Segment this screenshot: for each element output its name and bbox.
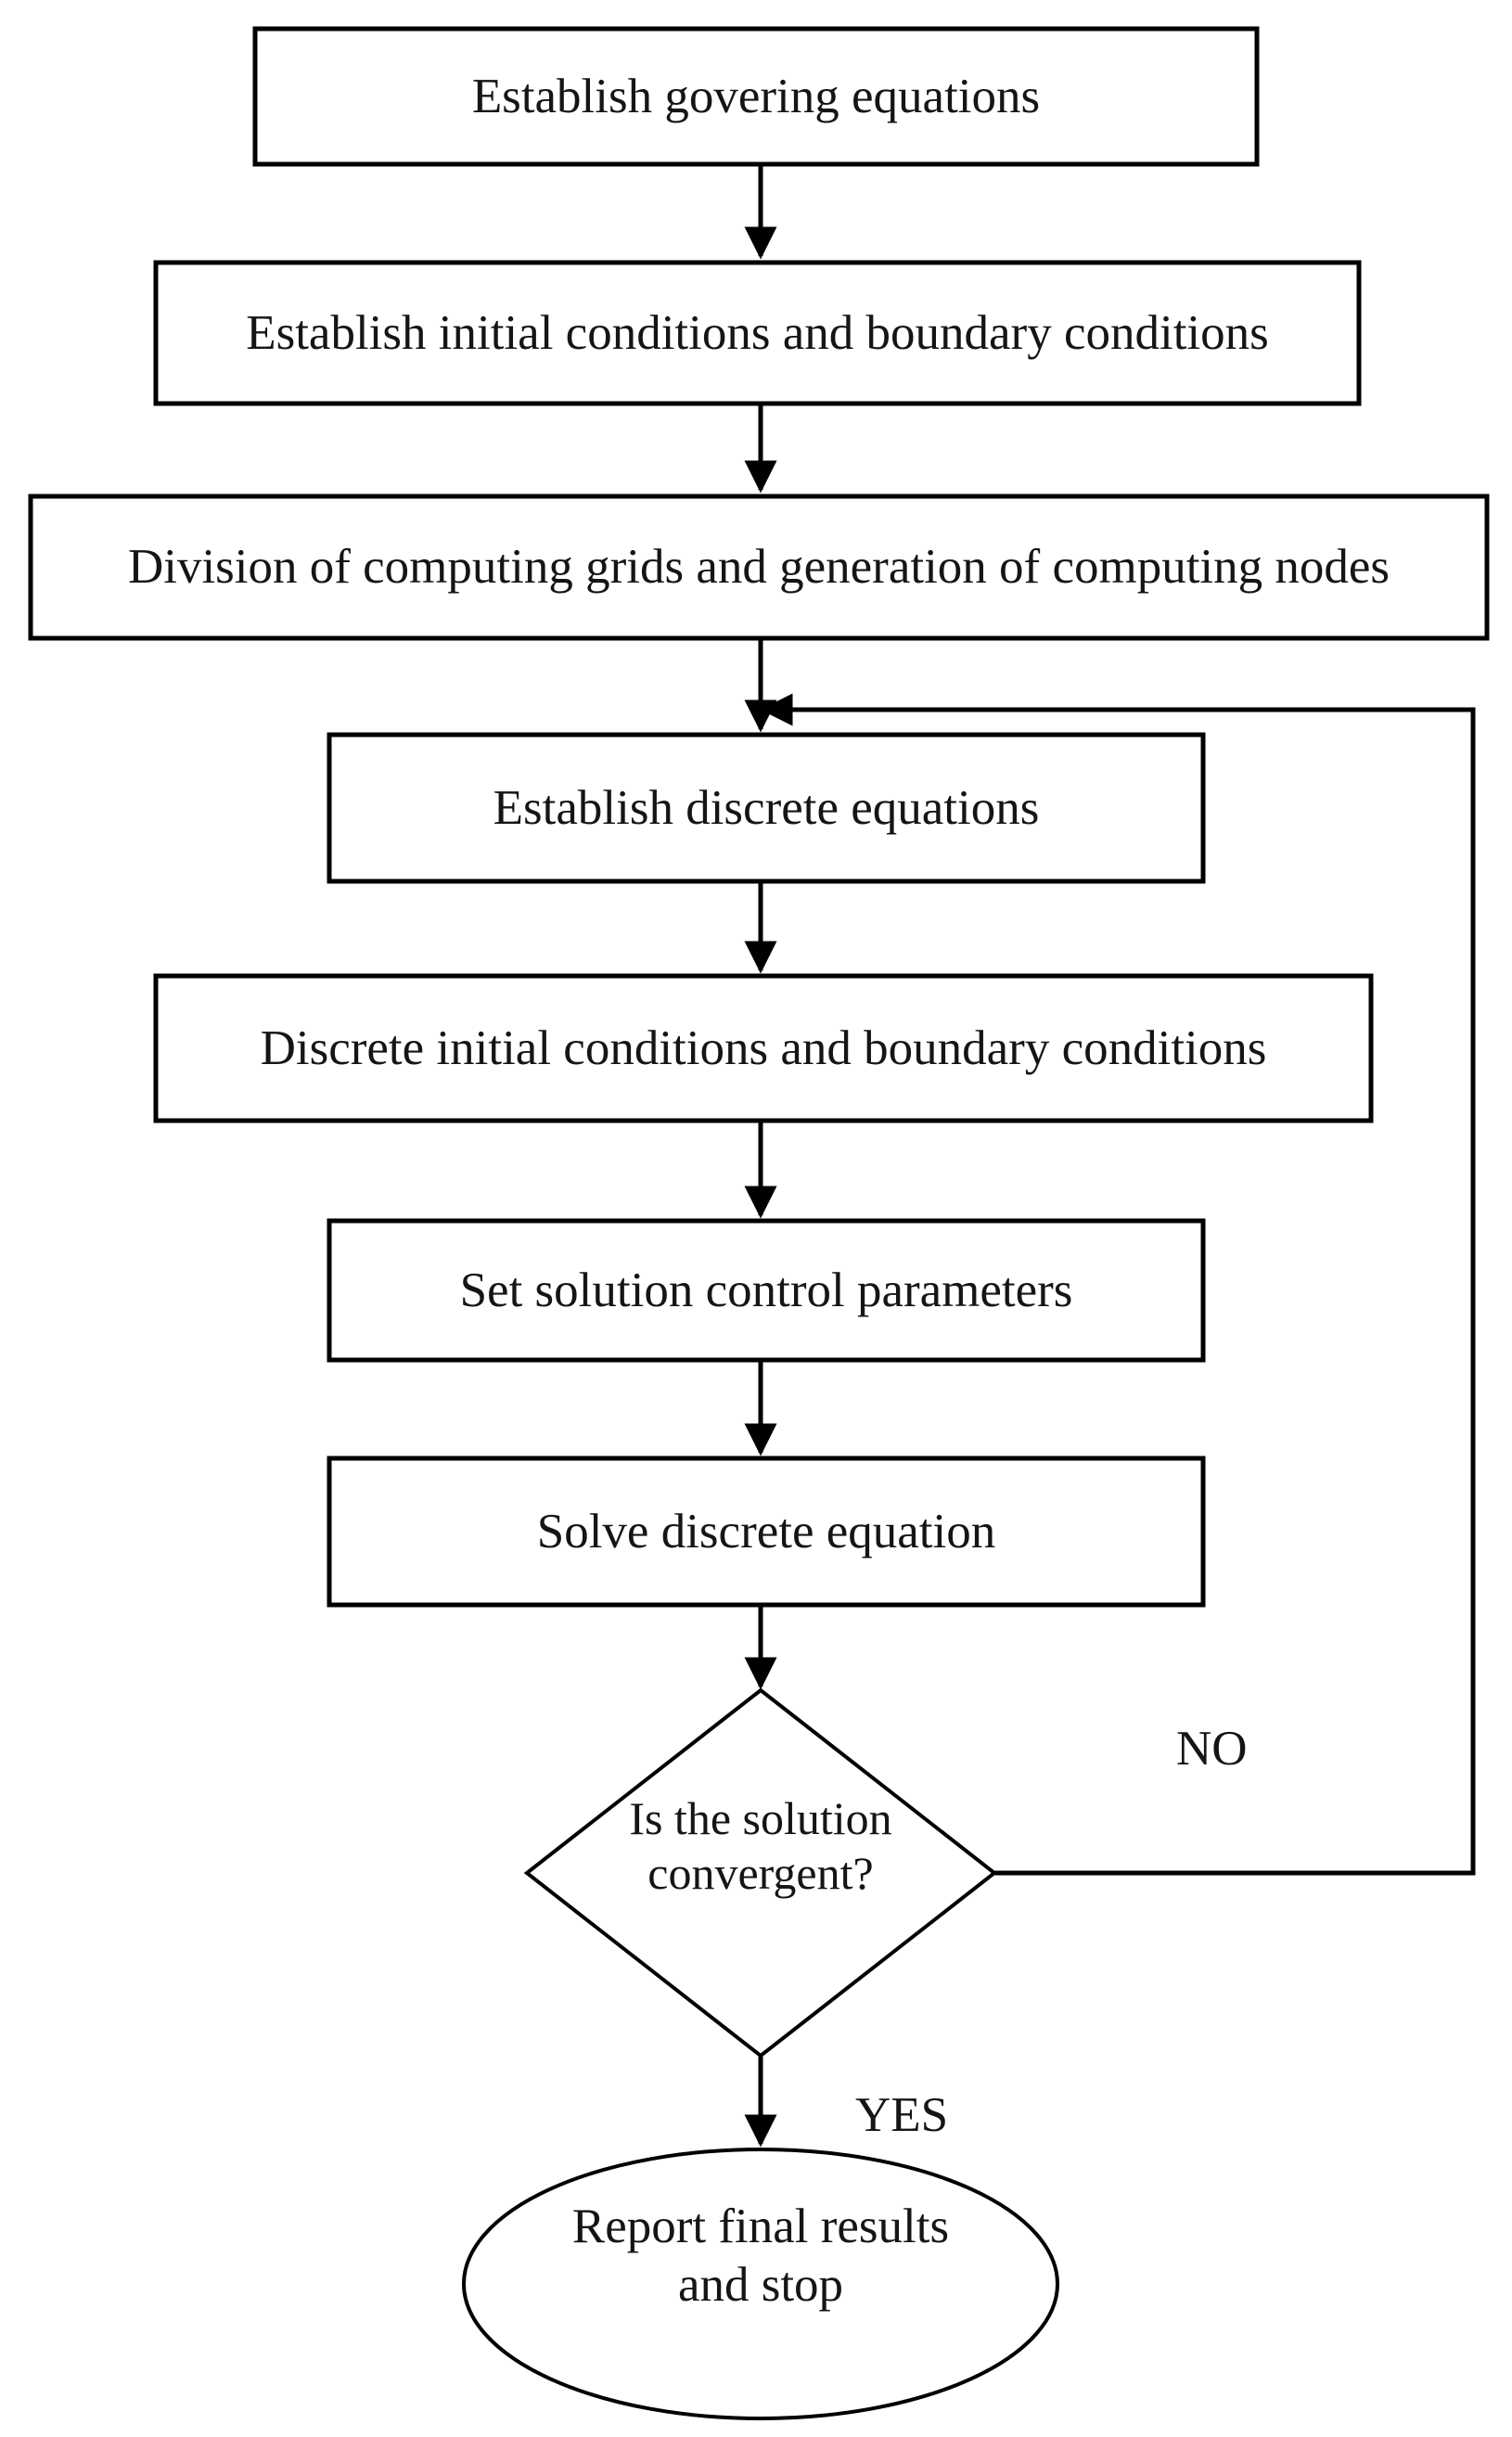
connectors bbox=[744, 164, 1476, 2148]
node-establish-initial-boundary-conditions bbox=[153, 260, 1362, 406]
shapes bbox=[28, 26, 1490, 2420]
edge-label-no: NO bbox=[1176, 1722, 1248, 1776]
node-set-solution-control-parameters bbox=[327, 1218, 1206, 1363]
node-establish-discrete-equations bbox=[327, 732, 1206, 884]
node-is-solution-convergent bbox=[523, 1687, 998, 2059]
node-division-of-computing-grids bbox=[28, 494, 1490, 641]
node-solve-discrete-equation bbox=[327, 1456, 1206, 1608]
node-discrete-initial-boundary-conditions bbox=[153, 973, 1374, 1123]
edge-label-yes: YES bbox=[855, 2088, 949, 2142]
node-establish-governing-equations bbox=[252, 26, 1260, 167]
edge-no-loopback bbox=[760, 693, 1476, 1876]
node-report-final-results bbox=[462, 2148, 1059, 2420]
